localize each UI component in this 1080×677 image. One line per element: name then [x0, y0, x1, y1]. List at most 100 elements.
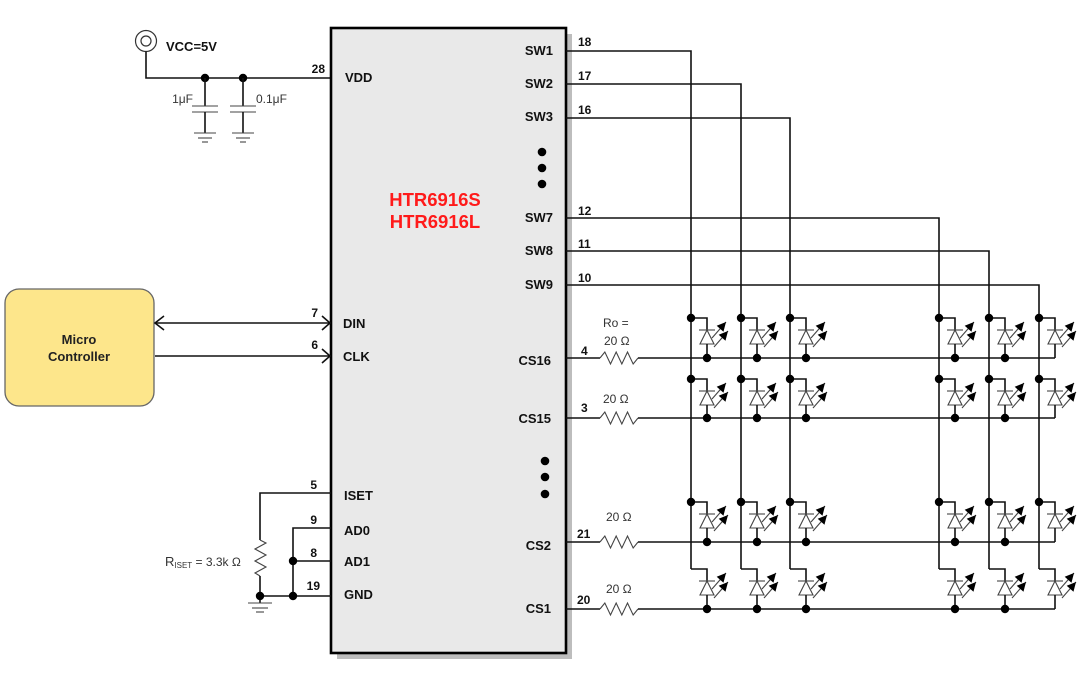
ground-icon: [248, 602, 272, 613]
cathode-junction-dot: [801, 413, 811, 423]
led-cs15-sw2: [736, 374, 779, 423]
led-diode-icon: [749, 328, 765, 345]
ellipsis-cs-icon: [540, 456, 550, 499]
anode-junction-dot: [1034, 313, 1044, 323]
pin-number-sw3: 16: [578, 103, 592, 117]
sw-line-sw8: [566, 250, 990, 569]
cathode-junction-dot: [1000, 353, 1010, 363]
led-cs1-sw3: [790, 568, 828, 614]
light-emission-arrow-icon: [718, 515, 728, 525]
arrow-right-icon: [321, 315, 332, 331]
led-diode-icon: [699, 389, 715, 406]
micro-controller: Micro Controller: [4, 288, 155, 407]
light-emission-arrow-icon: [1016, 515, 1026, 525]
led-cs15-sw3: [785, 374, 828, 423]
pin-label-din: DIN: [343, 316, 365, 331]
pin-label-vdd: VDD: [345, 70, 372, 85]
led-anode-wire: [989, 501, 1006, 514]
led-cs16-sw3: [785, 313, 828, 363]
driver-ic: HTR6916S HTR6916L VDD DIN CLK ISET AD0 A…: [307, 26, 592, 659]
arrow-left-icon: [153, 315, 165, 331]
capacitor-0.1uF: 0.1μF: [230, 73, 287, 143]
iset-network: RISET = 3.3k Ω: [165, 492, 331, 613]
cathode-junction-dot: [1000, 604, 1010, 614]
led-cs2-sw3: [785, 497, 828, 547]
led-cs1-sw1: [691, 568, 729, 614]
pin-number-ad1: 8: [310, 546, 317, 560]
anode-junction-dot: [785, 497, 795, 507]
led-diode-icon: [997, 389, 1013, 406]
pin-label-iset: ISET: [344, 488, 373, 503]
led-anode-wire: [790, 378, 807, 391]
light-emission-arrow-icon: [716, 383, 726, 393]
current-sink-lines: 20 Ω20 Ω20 Ω20 Ω: [566, 334, 1055, 617]
led-diode-icon: [749, 579, 765, 596]
light-emission-arrow-icon: [815, 506, 825, 516]
light-emission-arrow-icon: [766, 506, 776, 516]
cathode-junction-dot: [752, 537, 762, 547]
led-anode-wire: [691, 501, 708, 514]
ro-value: 20 Ω: [604, 334, 630, 348]
arrow-right-icon: [321, 348, 332, 364]
led-diode-icon: [798, 328, 814, 345]
pin-number-clk: 6: [311, 338, 318, 352]
cathode-junction-dot: [950, 537, 960, 547]
cathode-junction-dot: [752, 604, 762, 614]
light-emission-arrow-icon: [768, 392, 778, 402]
cathode-junction-dot: [950, 413, 960, 423]
light-emission-arrow-icon: [1066, 515, 1076, 525]
led-cs2-sw2: [736, 497, 779, 547]
pin-label-sw2: SW2: [525, 76, 553, 91]
micro-controller-label-line2: Controller: [48, 349, 110, 364]
cathode-junction-dot: [801, 604, 811, 614]
vcc-terminal-icon: [134, 29, 158, 53]
led-diode-icon: [997, 328, 1013, 345]
light-emission-arrow-icon: [718, 331, 728, 341]
ro-resistor-icon: [599, 410, 639, 426]
pin-label-sw3: SW3: [525, 109, 553, 124]
ro-value: 20 Ω: [606, 510, 632, 524]
cathode-junction-dot: [801, 537, 811, 547]
light-emission-arrow-icon: [1014, 322, 1024, 332]
pin-number-din: 7: [311, 306, 318, 320]
light-emission-arrow-icon: [966, 582, 976, 592]
led-anode-wire: [691, 378, 708, 391]
cs-row-cs15: 20 Ω: [566, 392, 1055, 426]
cathode-junction-dot: [752, 413, 762, 423]
anode-junction-dot: [686, 497, 696, 507]
capacitor-2-value: 0.1μF: [256, 92, 287, 106]
ad0-wire: [292, 527, 331, 596]
light-emission-arrow-icon: [817, 331, 827, 341]
led-cs1-sw2: [741, 568, 779, 614]
light-emission-arrow-icon: [766, 573, 776, 583]
anode-junction-dot: [934, 313, 944, 323]
led-cs15-sw7: [934, 374, 977, 423]
led-anode-wire: [790, 501, 807, 514]
chip-body: [329, 26, 568, 655]
light-emission-arrow-icon: [1064, 506, 1074, 516]
light-emission-arrow-icon: [966, 392, 976, 402]
cathode-junction-dot: [801, 353, 811, 363]
led-anode-wire: [989, 568, 1006, 581]
anode-junction-dot: [984, 313, 994, 323]
chip-name-s: HTR6916S: [389, 189, 481, 210]
led-diode-icon: [798, 512, 814, 529]
light-emission-arrow-icon: [815, 573, 825, 583]
pin-number-sw2: 17: [578, 69, 592, 83]
pin-number-sw1: 18: [578, 35, 592, 49]
light-emission-arrow-icon: [817, 515, 827, 525]
cathode-junction-dot: [702, 413, 712, 423]
pin-label-sw8: SW8: [525, 243, 553, 258]
led-anode-wire: [741, 568, 758, 581]
light-emission-arrow-icon: [768, 331, 778, 341]
light-emission-arrow-icon: [817, 392, 827, 402]
led-anode-wire: [1039, 317, 1056, 330]
led-diode-icon: [1047, 389, 1063, 406]
led-anode-wire: [939, 568, 956, 581]
junction-dot: [288, 591, 298, 601]
light-emission-arrow-icon: [768, 515, 778, 525]
vdd-wire: [145, 51, 331, 79]
led-anode-wire: [790, 317, 807, 330]
iset-wire: [259, 492, 331, 540]
anode-junction-dot: [1034, 374, 1044, 384]
